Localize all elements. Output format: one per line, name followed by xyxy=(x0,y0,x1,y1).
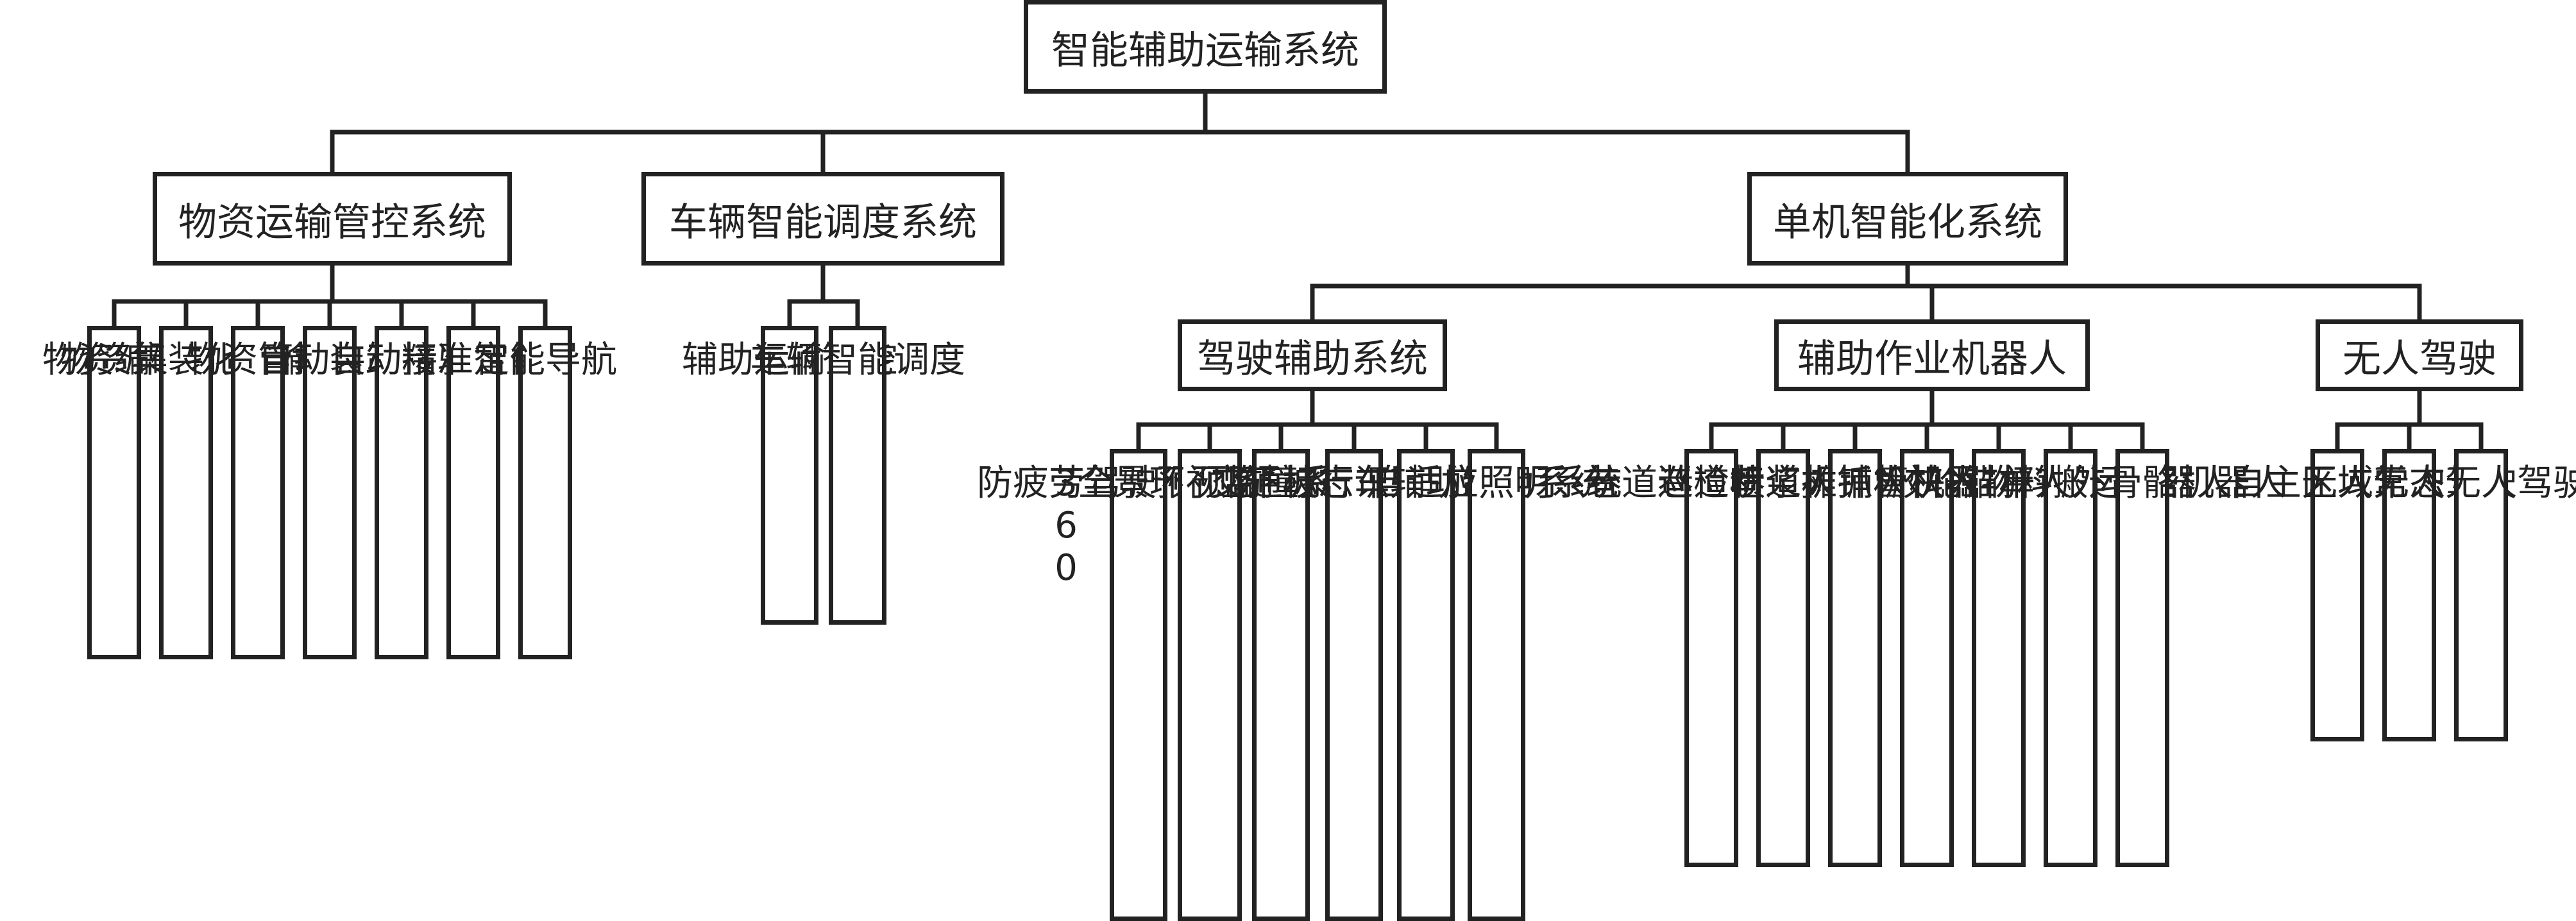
leaf-collision-prevention: 预防撞系统 xyxy=(1191,449,1371,921)
leaf-pipe-grabbing-robot: 抓管机器人 xyxy=(1837,449,2017,867)
leaf-360-surround-monitor: 360全景环视监控系统 xyxy=(1055,449,1365,921)
group-assist-robots: 辅助作业机器人 xyxy=(1774,319,2090,391)
leaf-smart-navigation: 智能导航 xyxy=(473,326,617,659)
leaf-tunnel-paving-robot: 巷道摊铺机器人 xyxy=(1729,449,1981,867)
leaf-anti-fatigue-warning: 防疲劳驾驶预警系统 xyxy=(977,449,1300,921)
leaf-rubber-tire-bolter: 胶轮锚杆钻车 xyxy=(1891,449,2106,867)
root-node: 智能辅助运输系统 xyxy=(1024,0,1387,94)
leaf-vehicle-smart-dispatch: 车辆智能调度 xyxy=(750,326,965,625)
leaf-exoskeleton-robot: 单人外骨骼机器人 xyxy=(1999,449,2286,867)
leaf-tunnel-spraying-robot: 巷道喷浆机器人 xyxy=(1657,449,1909,867)
branch-material-transport-control: 物资运输管控系统 xyxy=(153,172,512,266)
leaf-adaptive-lighting: 自适应照明系统 xyxy=(1371,449,1622,921)
leaf-material-handling-robot: 快掘物料搬运机器人 xyxy=(1909,449,2232,867)
branch-single-machine-intelligence: 单机智能化系统 xyxy=(1747,172,2068,266)
group-unmanned-driving: 无人驾驶 xyxy=(2316,319,2523,391)
group-driving-assist: 驾驶辅助系统 xyxy=(1178,319,1447,391)
leaf-normal-driving: 常态无人驾驶 xyxy=(2373,449,2576,741)
leaf-precise-positioning: 精准定位 xyxy=(402,326,545,659)
leaf-traffic-sign-recognition: 交通标志识别系统 xyxy=(1210,449,1498,921)
branch-vehicle-dispatch: 车辆智能调度系统 xyxy=(641,172,1004,266)
leaf-auto-transfer: 自动接驳 xyxy=(330,326,473,659)
leaf-material-control: 物资管控 xyxy=(186,326,330,659)
leaf-tunnel-inspection-robot: 巷道巡检机器人 xyxy=(1586,449,1837,867)
leaf-downhill-brake-assist: 下坡行车辅助制动系统 xyxy=(1246,449,1606,921)
leaf-autonomous-driving: 自主无人驾驶 xyxy=(2230,449,2445,741)
